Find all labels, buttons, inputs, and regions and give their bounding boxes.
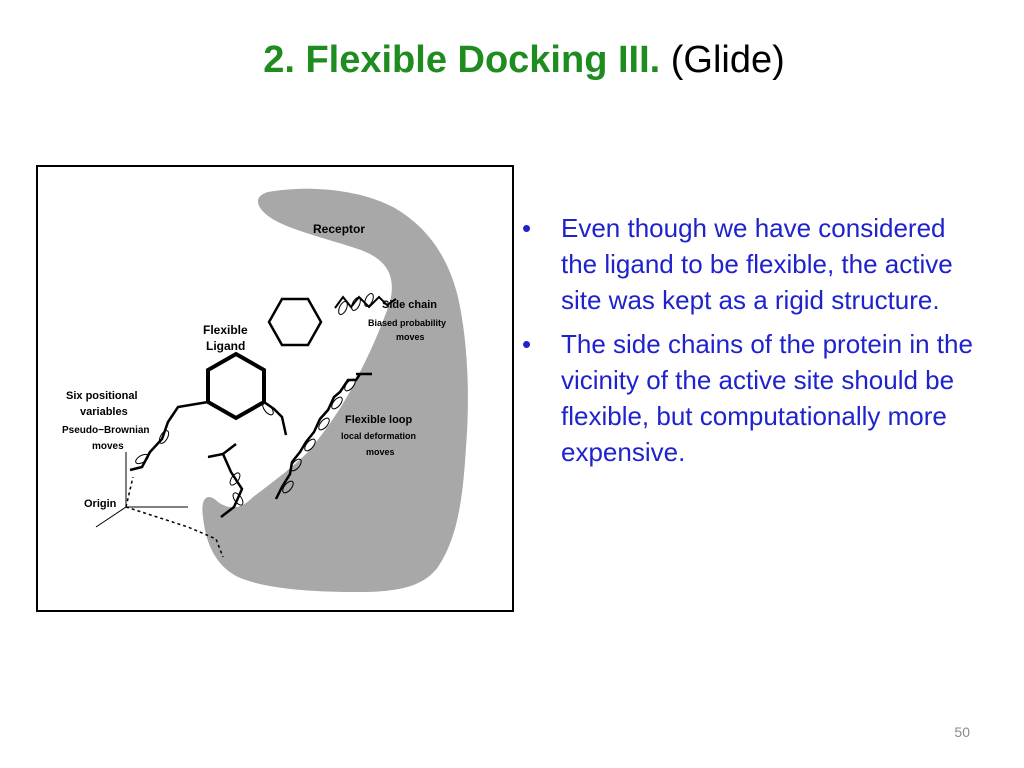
flexible-loop-bonds — [274, 373, 362, 500]
bullet-text-2: The side chains of the protein in the vi… — [561, 329, 973, 467]
docking-figure: Receptor Side chain Biased probability m… — [36, 165, 514, 612]
side-chain-torsion-3 — [364, 292, 374, 308]
origin-rotation-path — [125, 476, 134, 508]
small-ring — [267, 297, 323, 347]
ligand-torsion-1 — [262, 402, 274, 416]
label-local-deformation-2: moves — [366, 447, 395, 457]
side-chain-torsion-1 — [338, 300, 348, 316]
ligand-torsion-2 — [158, 430, 170, 444]
fragment-torsion-2 — [232, 492, 244, 506]
label-six-positional-1: Six positional — [66, 390, 138, 402]
loop-torsion-5 — [290, 458, 302, 472]
label-flexible-loop: Flexible loop — [345, 414, 413, 426]
label-flexible-ligand-1: Flexible — [203, 323, 248, 337]
loop-torsion-4 — [304, 438, 316, 452]
bullet-dot-icon: • — [522, 329, 532, 359]
ligand-tail — [129, 400, 209, 472]
loop-torsion-2 — [331, 396, 343, 410]
origin-translation-path — [125, 506, 224, 558]
label-side-chain: Side chain — [382, 299, 437, 311]
loop-torsion-6 — [282, 480, 294, 494]
slide-title-sub: (Glide) — [670, 39, 785, 81]
slide-title: 2. Flexible Docking III. (Glide) — [0, 36, 1024, 84]
label-flexible-ligand-2: Ligand — [206, 339, 245, 353]
page-number: 50 — [954, 724, 970, 740]
ligand-arm — [263, 400, 288, 436]
bullet-item-2: • The side chains of the protein in the … — [518, 326, 978, 470]
slide-title-main: 2. Flexible Docking III. — [263, 39, 661, 81]
bullet-item-1: • Even though we have considered the lig… — [518, 210, 978, 318]
label-six-positional-2: variables — [80, 406, 128, 418]
label-local-deformation-1: local deformation — [341, 431, 416, 441]
bullet-text-1: Even though we have considered the ligan… — [561, 213, 953, 315]
ligand-torsion-3 — [135, 453, 149, 465]
label-receptor: Receptor — [313, 222, 365, 236]
loop-torsion-3 — [318, 417, 330, 431]
loop-torsion-1 — [344, 378, 356, 392]
label-side-chain-desc1: Biased probability — [368, 318, 446, 328]
receptor-shape — [202, 188, 468, 592]
ligand-ring — [206, 351, 266, 421]
label-pseudo-brownian-1: Pseudo−Brownian — [62, 425, 150, 436]
side-chain-torsion-2 — [351, 296, 361, 312]
label-origin: Origin — [84, 498, 117, 510]
origin-axes — [95, 452, 188, 528]
label-side-chain-desc2: moves — [396, 332, 425, 342]
label-pseudo-brownian-2: moves — [92, 441, 124, 452]
bullet-list: • Even though we have considered the lig… — [518, 210, 978, 478]
bullet-dot-icon: • — [522, 213, 532, 243]
docking-diagram: Receptor Side chain Biased probability m… — [62, 188, 468, 592]
fragment-torsion-1 — [229, 472, 241, 486]
fragment-bonds — [207, 443, 244, 518]
side-chain-bonds — [334, 295, 397, 309]
